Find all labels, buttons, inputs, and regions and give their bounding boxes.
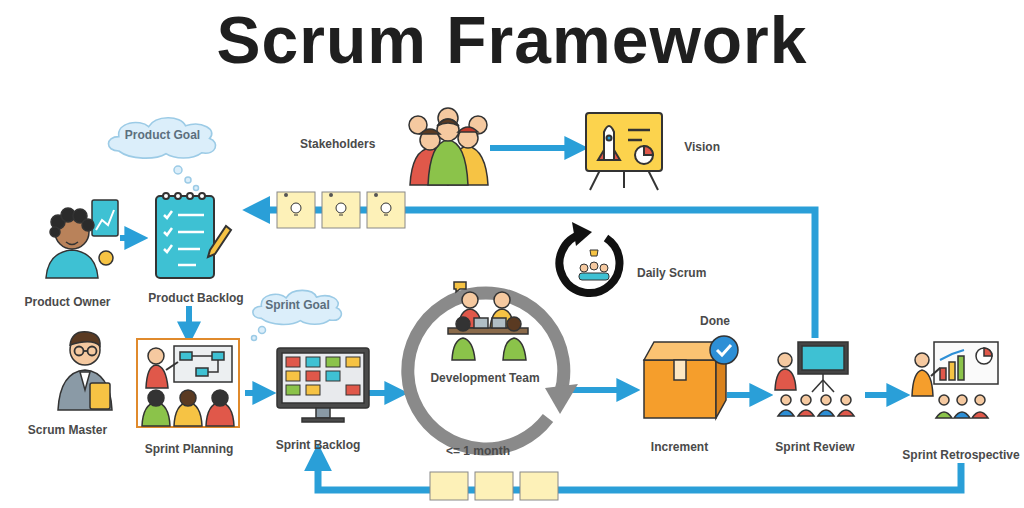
- product-backlog-icon: [156, 193, 231, 278]
- node-label: Stakeholders: [300, 138, 375, 152]
- team-node: Development Team: [400, 290, 570, 455]
- event-node: Sprint Review: [765, 338, 865, 455]
- sprint-backlog-icon: [277, 348, 369, 422]
- vision-easel-icon: [586, 113, 662, 190]
- node-label: Vision: [684, 141, 720, 155]
- node-label: Product Backlog: [148, 292, 243, 306]
- flow-arrow: [865, 392, 902, 398]
- annotation-label: <= 1 month: [446, 444, 510, 458]
- annotation-label: Daily Scrum: [637, 266, 706, 280]
- stakeholders-node: Stakeholders: [300, 105, 490, 185]
- increment-box-icon: [644, 336, 738, 418]
- artifact-node: Increment: [632, 330, 727, 455]
- role-node: Scrum Master: [15, 328, 120, 438]
- goal-cloud: Product Goal: [105, 115, 220, 160]
- role-node: Product Owner: [15, 195, 120, 310]
- node-label: Scrum Master: [28, 424, 107, 438]
- cloud-shape: [253, 290, 342, 324]
- diagram-title: Scrum Framework: [0, 2, 1024, 78]
- node-label: Product Goal: [125, 129, 200, 143]
- daily-scrum-icon: [559, 222, 619, 293]
- flow-arrow: [368, 390, 400, 396]
- node-label: Sprint Planning: [145, 443, 234, 457]
- flow-arrow: [120, 235, 140, 241]
- flow-arrow: [727, 392, 765, 398]
- idea-sticky-notes: [277, 192, 405, 228]
- goal-cloud: Sprint Goal: [250, 288, 345, 326]
- feedback-connector: [252, 210, 815, 338]
- feedback-connector: [318, 453, 961, 490]
- artifact-node: Product Backlog: [140, 188, 252, 306]
- flow-arrow: [570, 387, 632, 393]
- node-label: Sprint Backlog: [276, 439, 361, 453]
- annotation-label: Done: [700, 314, 730, 328]
- flow-arrow: [490, 145, 580, 151]
- flow-arrow: [245, 390, 268, 396]
- retro-sticky-notes: [430, 472, 558, 500]
- sprint-planning-icon: [137, 339, 239, 427]
- vision-node: Vision: [580, 108, 720, 188]
- development-team-icon: [448, 282, 528, 360]
- sprint-review-icon: [775, 342, 854, 416]
- stakeholders-icon: [409, 108, 488, 185]
- node-label: Sprint Retrospective: [902, 449, 1019, 463]
- sprint-cycle-ring: [408, 293, 578, 449]
- node-label: Product Owner: [24, 296, 110, 310]
- event-node: Sprint Retrospective: [902, 338, 1020, 463]
- node-label: Sprint Review: [775, 441, 854, 455]
- node-label: Sprint Goal: [265, 299, 330, 313]
- scrum-master-icon: [58, 332, 112, 410]
- sprint-retrospective-icon: [912, 342, 998, 418]
- product-owner-icon: [46, 200, 118, 278]
- cloud-shape: [108, 118, 215, 158]
- node-label: Increment: [651, 441, 708, 455]
- node-label: Development Team: [430, 372, 539, 386]
- flow-arrow: [186, 306, 192, 337]
- event-node: Sprint Planning: [133, 337, 245, 457]
- artifact-node: Sprint Backlog: [268, 343, 368, 453]
